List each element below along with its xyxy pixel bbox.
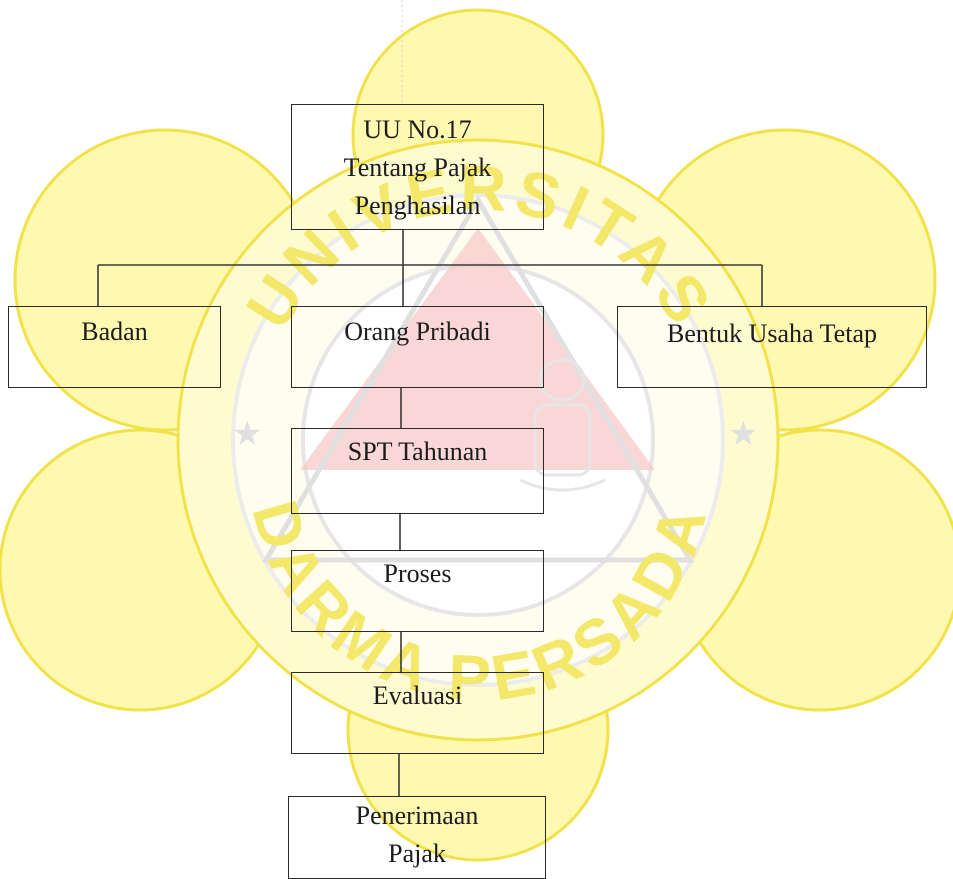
flow-label-spt-tahunan: SPT Tahunan <box>347 437 488 466</box>
branch-label-bentuk-usaha-tetap: Bentuk Usaha Tetap <box>667 319 877 348</box>
branch-box-badan: Badan <box>8 306 221 388</box>
flow-box-penerimaan-pajak: Penerimaan Pajak <box>288 796 546 879</box>
flow-label-proses: Proses <box>383 559 452 588</box>
branch-label-orang-pribadi: Orang Pribadi <box>344 317 491 346</box>
figure-emblem-icon <box>519 358 606 492</box>
flow-box-evaluasi: Evaluasi <box>291 672 544 754</box>
root-line-2: Tentang Pajak <box>343 153 492 182</box>
star-left: ★ <box>232 414 262 454</box>
root-line-3: Penghasilan <box>354 191 481 220</box>
red-triangle <box>300 228 655 470</box>
flow-label-evaluasi: Evaluasi <box>372 681 463 710</box>
flow-box-proses: Proses <box>291 550 544 632</box>
flow-box-spt-tahunan: SPT Tahunan <box>291 428 544 514</box>
branch-box-bentuk-usaha-tetap: Bentuk Usaha Tetap <box>617 306 927 388</box>
branch-label-badan: Badan <box>81 317 148 346</box>
star-right: ★ <box>728 414 758 454</box>
branch-box-orang-pribadi: Orang Pribadi <box>291 306 544 388</box>
root-line-1: UU No.17 <box>363 115 472 144</box>
root-box-uu-no17: UU No.17 Tentang Pajak Penghasilan <box>291 104 544 230</box>
flow-label-penerimaan-line-2: Pajak <box>388 839 446 868</box>
flow-label-penerimaan-line-1: Penerimaan <box>355 801 479 830</box>
